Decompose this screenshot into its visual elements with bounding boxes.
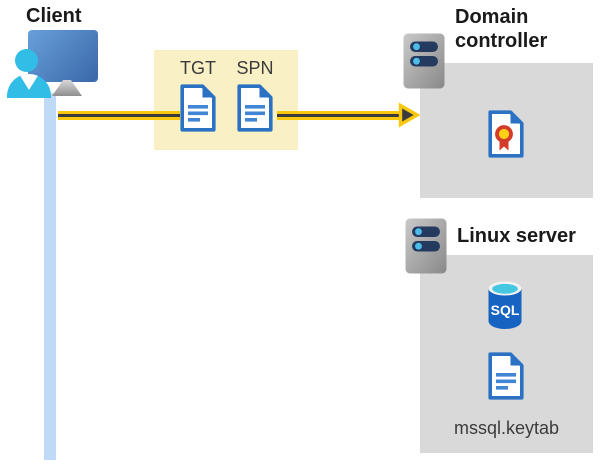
sql-database-icon: SQL	[488, 281, 522, 329]
auth-arrow-shaft-left	[58, 111, 180, 120]
spn-ticket: SPN	[236, 58, 274, 132]
keytab-label: mssql.keytab	[453, 418, 560, 438]
keytab-document-icon	[488, 352, 524, 400]
tgt-document-icon	[180, 84, 216, 132]
auth-arrow-shaft-right	[277, 111, 402, 120]
sql-label: SQL	[491, 302, 520, 318]
linux-server-label: Linux server	[457, 225, 576, 247]
domain-controller-label: Domain controller	[455, 6, 548, 52]
monitor-icon	[28, 30, 98, 82]
arrow-right-icon	[398, 102, 420, 128]
monitor-stand	[52, 80, 82, 96]
linux-server-icon	[405, 218, 447, 274]
user-icon	[7, 49, 51, 98]
certificate-icon	[488, 110, 524, 158]
user-head	[15, 49, 38, 72]
domain-controller-server-icon	[403, 33, 445, 89]
user-body	[7, 74, 51, 98]
tgt-label: TGT	[180, 58, 216, 78]
spn-label: SPN	[236, 58, 274, 78]
client-connection-line	[44, 93, 56, 460]
spn-document-icon	[237, 84, 273, 132]
user-collar	[19, 74, 39, 90]
ticket-box: TGT SPN	[154, 50, 298, 150]
client-label: Client	[26, 5, 82, 27]
tgt-ticket: TGT	[180, 58, 216, 132]
